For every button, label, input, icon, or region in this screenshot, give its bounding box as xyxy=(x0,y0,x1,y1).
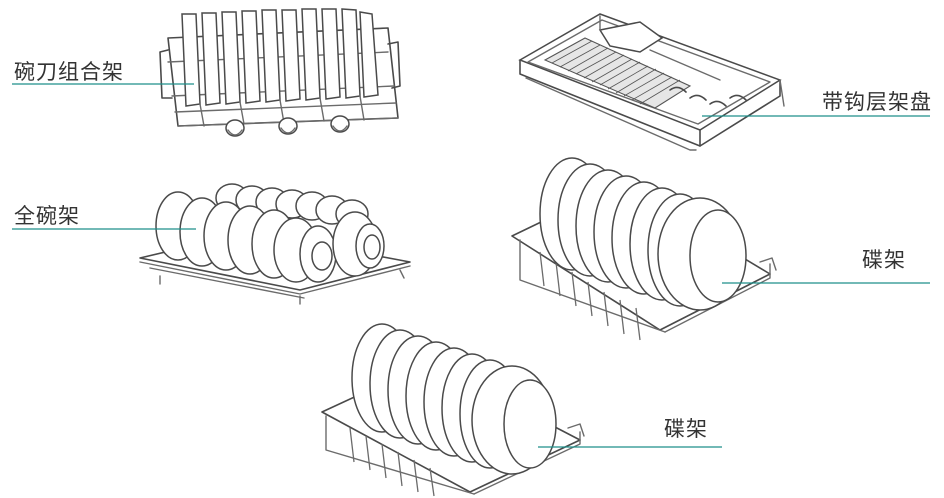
label-bowl-knife-rack: 碗刀组合架 xyxy=(14,60,124,84)
plate-rack-right-illustration xyxy=(511,157,777,341)
label-hook-tray: 带钩层架盘 xyxy=(822,90,932,114)
label-plate-rack-bottom: 碟架 xyxy=(664,417,708,441)
bowl-knife-rack-illustration xyxy=(159,8,401,137)
full-bowl-rack-illustration xyxy=(139,183,411,305)
label-full-bowl-rack: 全碗架 xyxy=(14,204,80,228)
plate-rack-bottom-illustration xyxy=(321,323,585,497)
label-plate-rack-right: 碟架 xyxy=(862,248,906,272)
hook-tray-illustration xyxy=(518,13,785,151)
